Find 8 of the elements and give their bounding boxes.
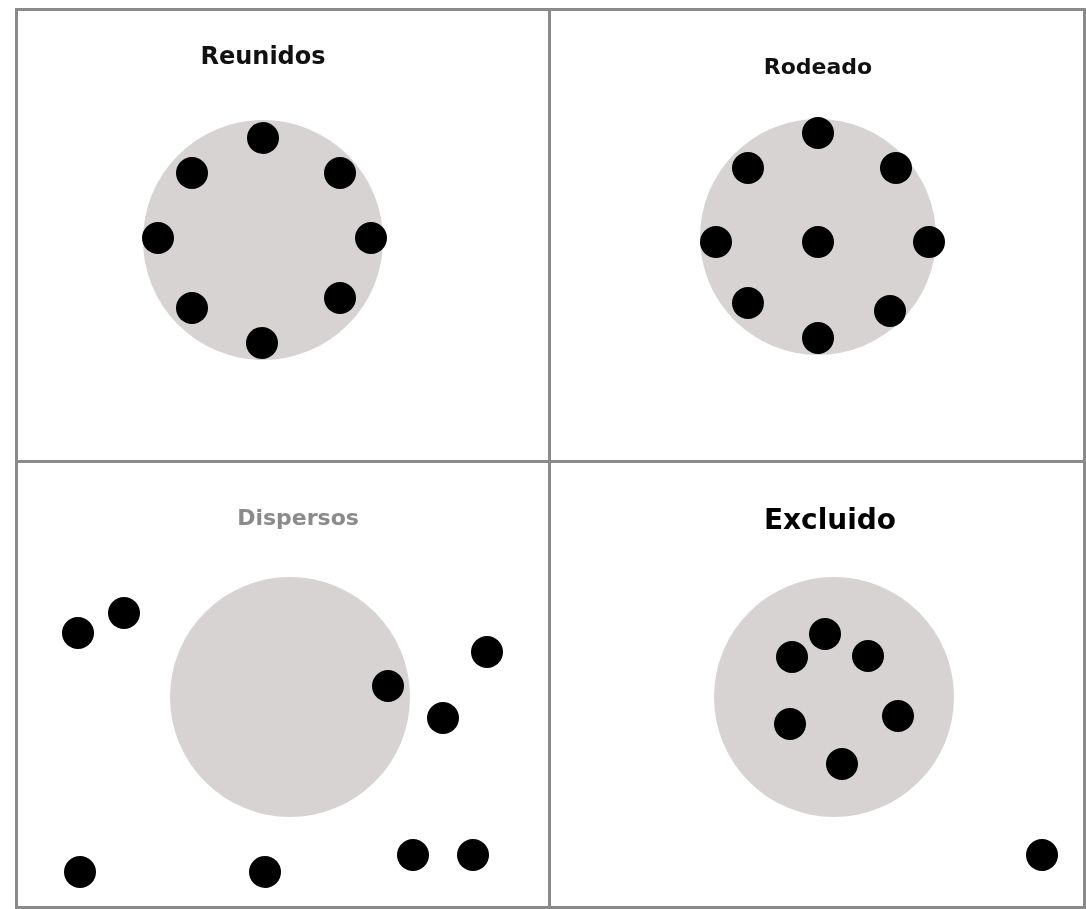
panel-title: Rodeado [763, 54, 873, 79]
panel [548, 460, 1086, 909]
panel [15, 460, 551, 909]
panel-title: Reunidos [200, 42, 326, 70]
panel [15, 8, 551, 463]
panel [548, 8, 1086, 463]
panel-title: Dispersos [237, 505, 359, 530]
panel-title: Excluido [763, 503, 897, 536]
